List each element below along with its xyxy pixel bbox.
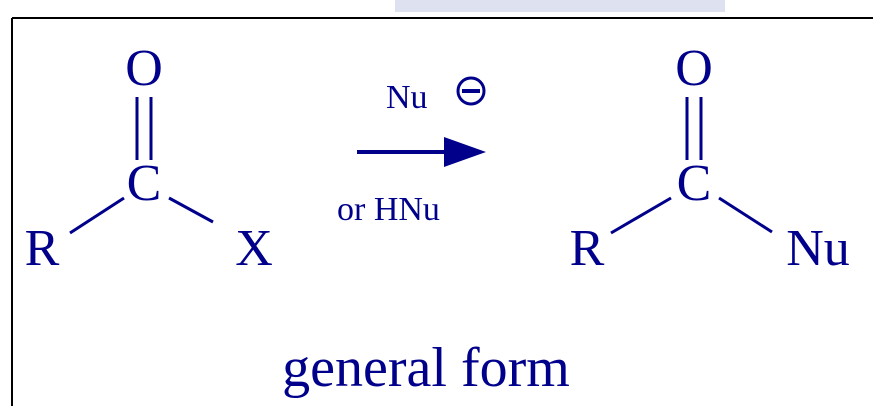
reactant-r-label: R [25, 220, 60, 277]
reactant-carbon-label: C [127, 155, 162, 212]
reactant-oxygen-label: O [125, 40, 163, 97]
reagent-alternative-label: or HNu [337, 191, 440, 228]
product-r-bond [610, 196, 672, 235]
reactant-x-bond [168, 196, 214, 224]
product-molecule: O C R Nu [570, 40, 850, 277]
reagent-nucleophile-label: Nu [386, 79, 428, 116]
top-watermark-band [395, 0, 725, 12]
product-carbon-label: C [677, 155, 712, 212]
negative-charge-icon [456, 76, 486, 106]
diagram-caption: general form [282, 337, 570, 399]
product-oxygen-label: O [675, 40, 713, 97]
reaction-conditions: Nu or HNu [337, 76, 486, 228]
product-nu-bond [718, 196, 773, 234]
product-r-label: R [570, 220, 605, 277]
product-nu-label: Nu [786, 220, 850, 277]
reactant-x-label: X [235, 220, 273, 277]
reaction-arrow-head-icon [444, 137, 486, 167]
reactant-molecule: O C R X [25, 40, 273, 277]
reactant-r-bond [69, 196, 125, 235]
